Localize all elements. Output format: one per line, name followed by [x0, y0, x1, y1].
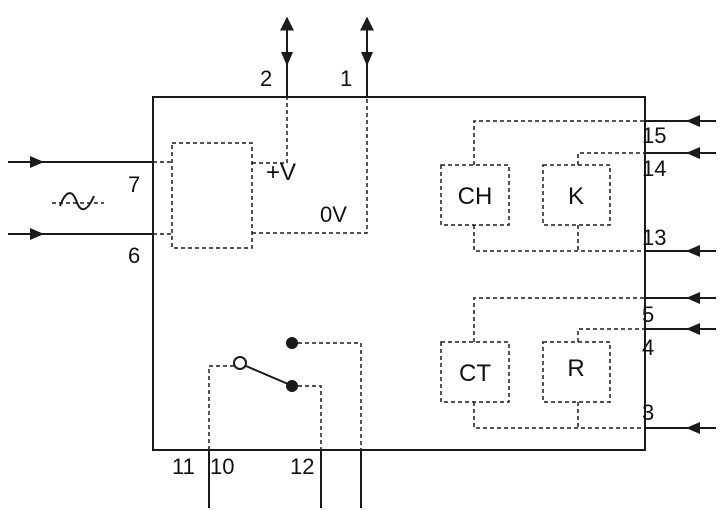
power-supply-block: [171, 142, 253, 249]
terminal-2-lead: [280, 16, 294, 97]
pin-5-label: 5: [642, 302, 654, 327]
terminal-13-wire: [473, 225, 645, 252]
r-label: R: [567, 355, 584, 382]
pin-12-label: 12: [290, 454, 314, 479]
pin-7-label: 7: [128, 172, 140, 197]
pin-1-label: 1: [340, 66, 352, 91]
switch-common-contact: [233, 356, 247, 370]
ct-block: [440, 341, 510, 403]
pin-15-label: 15: [642, 123, 666, 148]
pin-2-label: 2: [260, 66, 272, 91]
no-to-11-wire: [298, 342, 362, 450]
r-block: [542, 341, 611, 403]
plus-v-label: +V: [266, 159, 296, 186]
common-to-10-wire: [208, 365, 234, 450]
nc-to-12-wire: [298, 385, 322, 450]
k-label: K: [568, 183, 584, 210]
k-block: [542, 164, 611, 226]
terminal-3-wire: [473, 402, 645, 429]
ch-label: CH: [458, 183, 493, 210]
switch-no-contact: [286, 337, 298, 349]
terminal-4-wire: [577, 328, 645, 342]
plus-v-wire: [252, 97, 288, 164]
zero-v-label: 0V: [320, 202, 347, 227]
switch-nc-contact: [286, 380, 298, 392]
terminal-14-wire: [577, 152, 645, 165]
relay-switch: [208, 337, 362, 450]
pin-4-label: 4: [642, 335, 654, 360]
zero-v-wire: [252, 97, 368, 234]
pin-13-label: 13: [642, 225, 666, 250]
device-enclosure: [152, 96, 646, 451]
ct-label: CT: [459, 360, 491, 387]
pin-6-label: 6: [128, 243, 140, 268]
switch-blade: [245, 365, 289, 385]
pin-3-label: 3: [642, 400, 654, 425]
pin-11-label: 11: [172, 454, 195, 479]
pin-14-label: 14: [642, 156, 666, 181]
sine-wave-icon: [59, 192, 95, 211]
ch-block: [440, 164, 510, 226]
pin-10-label: 10: [210, 454, 234, 479]
terminal-5-wire: [473, 297, 645, 342]
terminal-1-lead: [360, 16, 374, 97]
terminal-15-wire: [473, 120, 645, 165]
